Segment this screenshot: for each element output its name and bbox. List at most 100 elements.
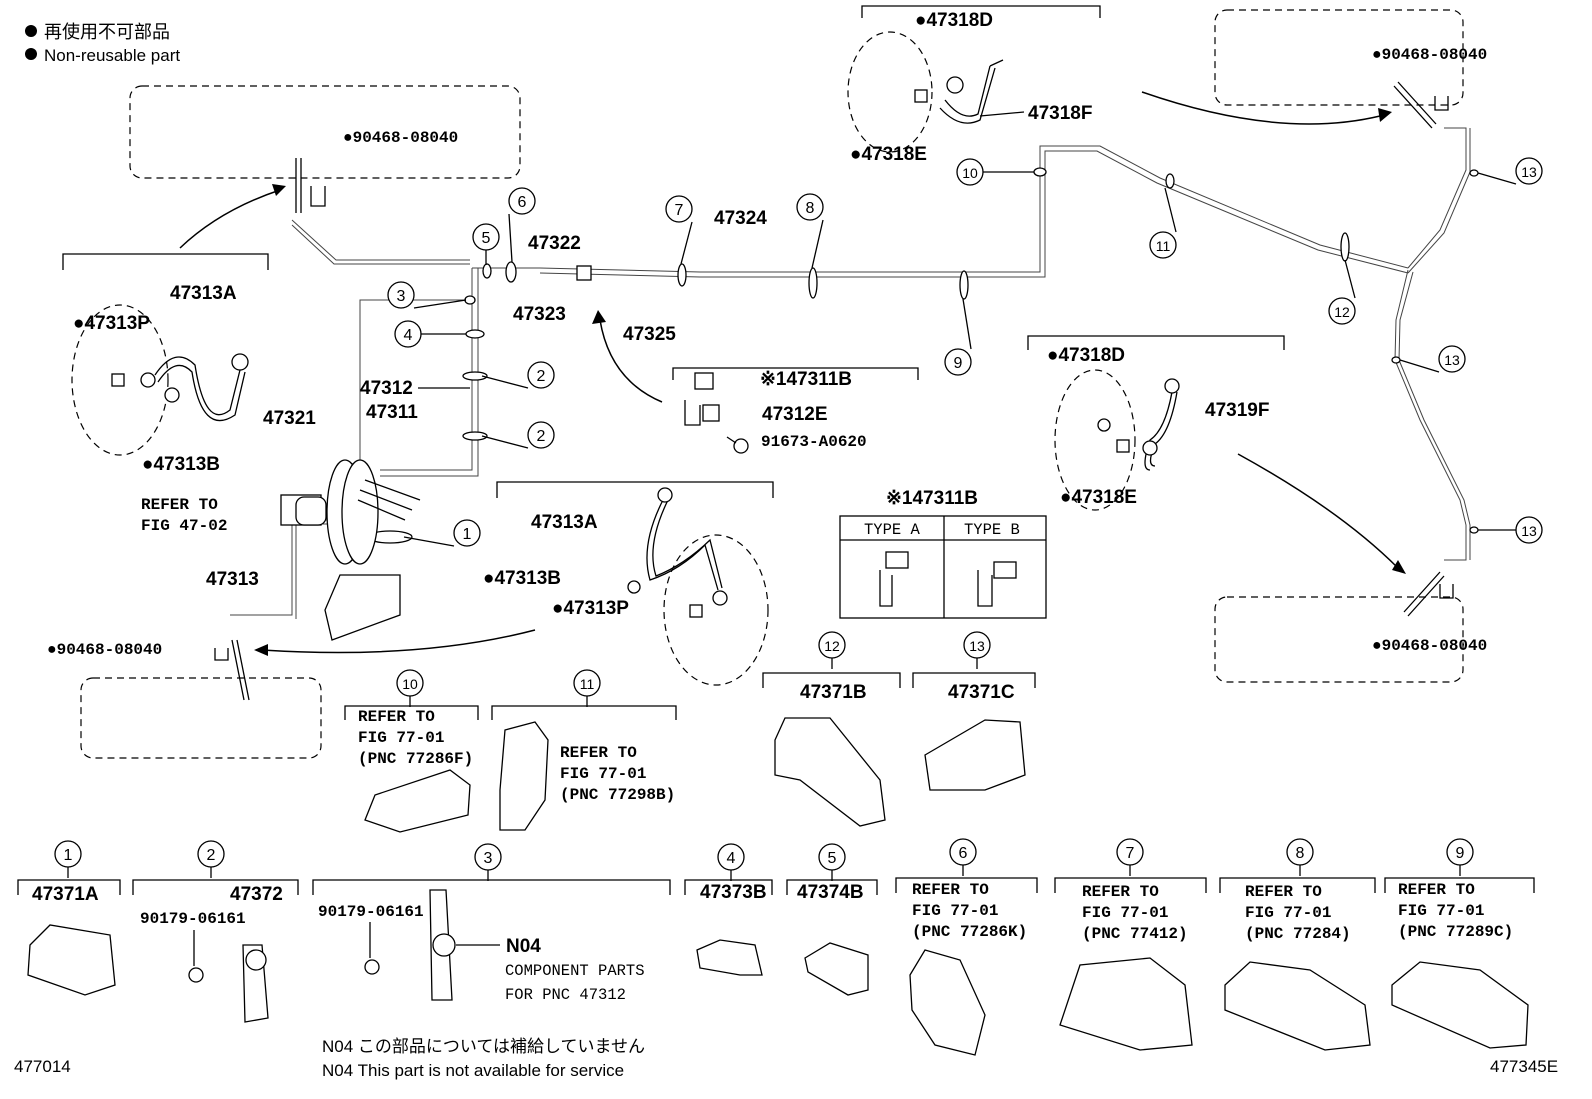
label-47311B-box: ※147311B — [886, 488, 978, 509]
refer-47-02-line2: FIG 47-02 — [141, 517, 227, 535]
label-47313P-center: ●47313P — [552, 598, 629, 619]
callout-number: 4 — [404, 327, 413, 344]
label-47318F: 47318F — [1028, 103, 1092, 124]
bullet-icon — [25, 48, 37, 60]
callout-number: 1 — [463, 526, 472, 543]
type-b-label: TYPE B — [964, 521, 1020, 539]
callout-leader — [413, 299, 467, 309]
callout-circle — [796, 193, 824, 221]
hose-right — [1027, 335, 1285, 511]
label-47319F: 47319F — [1205, 400, 1269, 421]
callout-number: 13 — [1521, 523, 1537, 539]
label-47318D: ●47318D — [915, 10, 993, 31]
type-box: ※147311B TYPE A TYPE B — [839, 488, 1047, 619]
label-47313P-left: ●47313P — [73, 313, 150, 334]
label-90468-br: ●90468-08040 — [1372, 637, 1487, 655]
svg-text:COMPONENT PARTS: COMPONENT PARTS — [505, 962, 645, 980]
svg-text:(PNC 77286K): (PNC 77286K) — [912, 923, 1027, 941]
svg-text:REFER TO: REFER TO — [1082, 883, 1159, 901]
svg-text:REFER TO: REFER TO — [1245, 883, 1322, 901]
svg-text:REFER TO: REFER TO — [560, 744, 637, 762]
callout-number: 10 — [962, 165, 978, 181]
callout-circle — [197, 840, 225, 868]
callout-number: 5 — [482, 230, 491, 247]
callout-leader — [403, 536, 455, 547]
svg-text:(PNC 77298B): (PNC 77298B) — [560, 786, 675, 804]
callout-number: 1 — [64, 847, 73, 864]
svg-text:90179-06161: 90179-06161 — [318, 903, 424, 921]
svg-text:47372: 47372 — [230, 884, 283, 905]
hose-center — [496, 481, 774, 686]
callout-leader — [811, 219, 824, 269]
box-10: REFER TO FIG 77-01 (PNC 77286F) — [344, 705, 479, 833]
callout-circle — [527, 421, 555, 449]
part-labels: ●47318D 47318F ●47318E ●90468-08040 ●904… — [47, 10, 1487, 659]
callout-number: 12 — [824, 638, 840, 654]
callout-circle — [717, 843, 745, 871]
label-47313B-center: ●47313B — [483, 568, 561, 589]
callout-number: 6 — [518, 194, 527, 211]
label-47323: 47323 — [513, 304, 566, 325]
flow-arrows — [179, 91, 1406, 656]
label-90468-tr: ●90468-08040 — [1372, 46, 1487, 64]
box-7: REFER TO FIG 77-01 (PNC 77412) — [1054, 877, 1207, 1051]
callout-circle — [453, 519, 481, 547]
svg-text:(PNC 77286F): (PNC 77286F) — [358, 750, 473, 768]
footnote-en: N04 This part is not available for servi… — [322, 1061, 624, 1080]
callout-circle — [1286, 838, 1314, 866]
type-a-label: TYPE A — [864, 521, 921, 539]
callout-circle — [1328, 297, 1356, 325]
pipe-clamps — [367, 167, 1479, 544]
callout-number: 12 — [1334, 304, 1350, 320]
label-47325: 47325 — [623, 324, 676, 345]
label-47311: 47311 — [366, 402, 418, 423]
box-5: 47374B — [786, 879, 878, 996]
callout-leader — [481, 435, 529, 449]
box-2: 47372 90179-06161 — [132, 879, 299, 1023]
brake-master-cylinder — [280, 459, 421, 641]
callout-leader — [962, 298, 972, 350]
svg-text:(PNC 77289C): (PNC 77289C) — [1398, 923, 1513, 941]
callout-number: 10 — [402, 676, 418, 692]
callout-leader — [1344, 259, 1356, 299]
callout-circle — [1149, 231, 1177, 259]
box-1: 47371A — [17, 879, 121, 996]
callout-circle — [949, 838, 977, 866]
callout-circle — [956, 158, 984, 186]
svg-text:FIG 77-01: FIG 77-01 — [912, 902, 998, 920]
label-47318E: ●47318E — [850, 144, 927, 165]
box-11: REFER TO FIG 77-01 (PNC 77298B) — [491, 705, 677, 831]
svg-text:FIG 77-01: FIG 77-01 — [358, 729, 444, 747]
box-13: 47371C — [912, 672, 1036, 791]
callout-number: 7 — [675, 202, 684, 219]
label-47313: 47313 — [206, 569, 259, 590]
callout-circle — [474, 843, 502, 871]
callout-circle — [472, 223, 500, 251]
label-47313A-left: 47313A — [170, 283, 237, 304]
callout-number: 9 — [954, 355, 963, 372]
svg-text:47373B: 47373B — [700, 882, 767, 903]
callout-circle — [394, 320, 422, 348]
figure-id-left: 477014 — [14, 1057, 71, 1076]
callout-circle — [1438, 345, 1466, 373]
label-91673: 91673-A0620 — [761, 433, 867, 451]
callout-number: 11 — [1156, 238, 1171, 254]
callout-leader — [1477, 172, 1517, 185]
svg-text:N04: N04 — [506, 936, 541, 957]
label-47318D-right: ●47318D — [1047, 345, 1125, 366]
callout-circle — [527, 361, 555, 389]
box-4: 47373B — [684, 879, 773, 976]
box-3: 90179-06161 N04 COMPONENT PARTS FOR PNC … — [312, 879, 671, 1004]
callout-number: 8 — [806, 200, 815, 217]
box-12: 47371B — [762, 672, 901, 827]
svg-text:REFER TO: REFER TO — [1398, 881, 1475, 899]
callout-circle — [396, 669, 424, 697]
callout-circle — [508, 187, 536, 215]
footnote-jp: N04 この部品については補給していません — [322, 1037, 645, 1056]
callout-number: 13 — [1444, 352, 1460, 368]
label-47312: 47312 — [360, 378, 413, 399]
svg-text:REFER TO: REFER TO — [358, 708, 435, 726]
box-9: REFER TO FIG 77-01 (PNC 77289C) — [1384, 877, 1535, 1049]
legend-jp: 再使用不可部品 — [44, 22, 170, 43]
callout-circle — [818, 631, 846, 659]
